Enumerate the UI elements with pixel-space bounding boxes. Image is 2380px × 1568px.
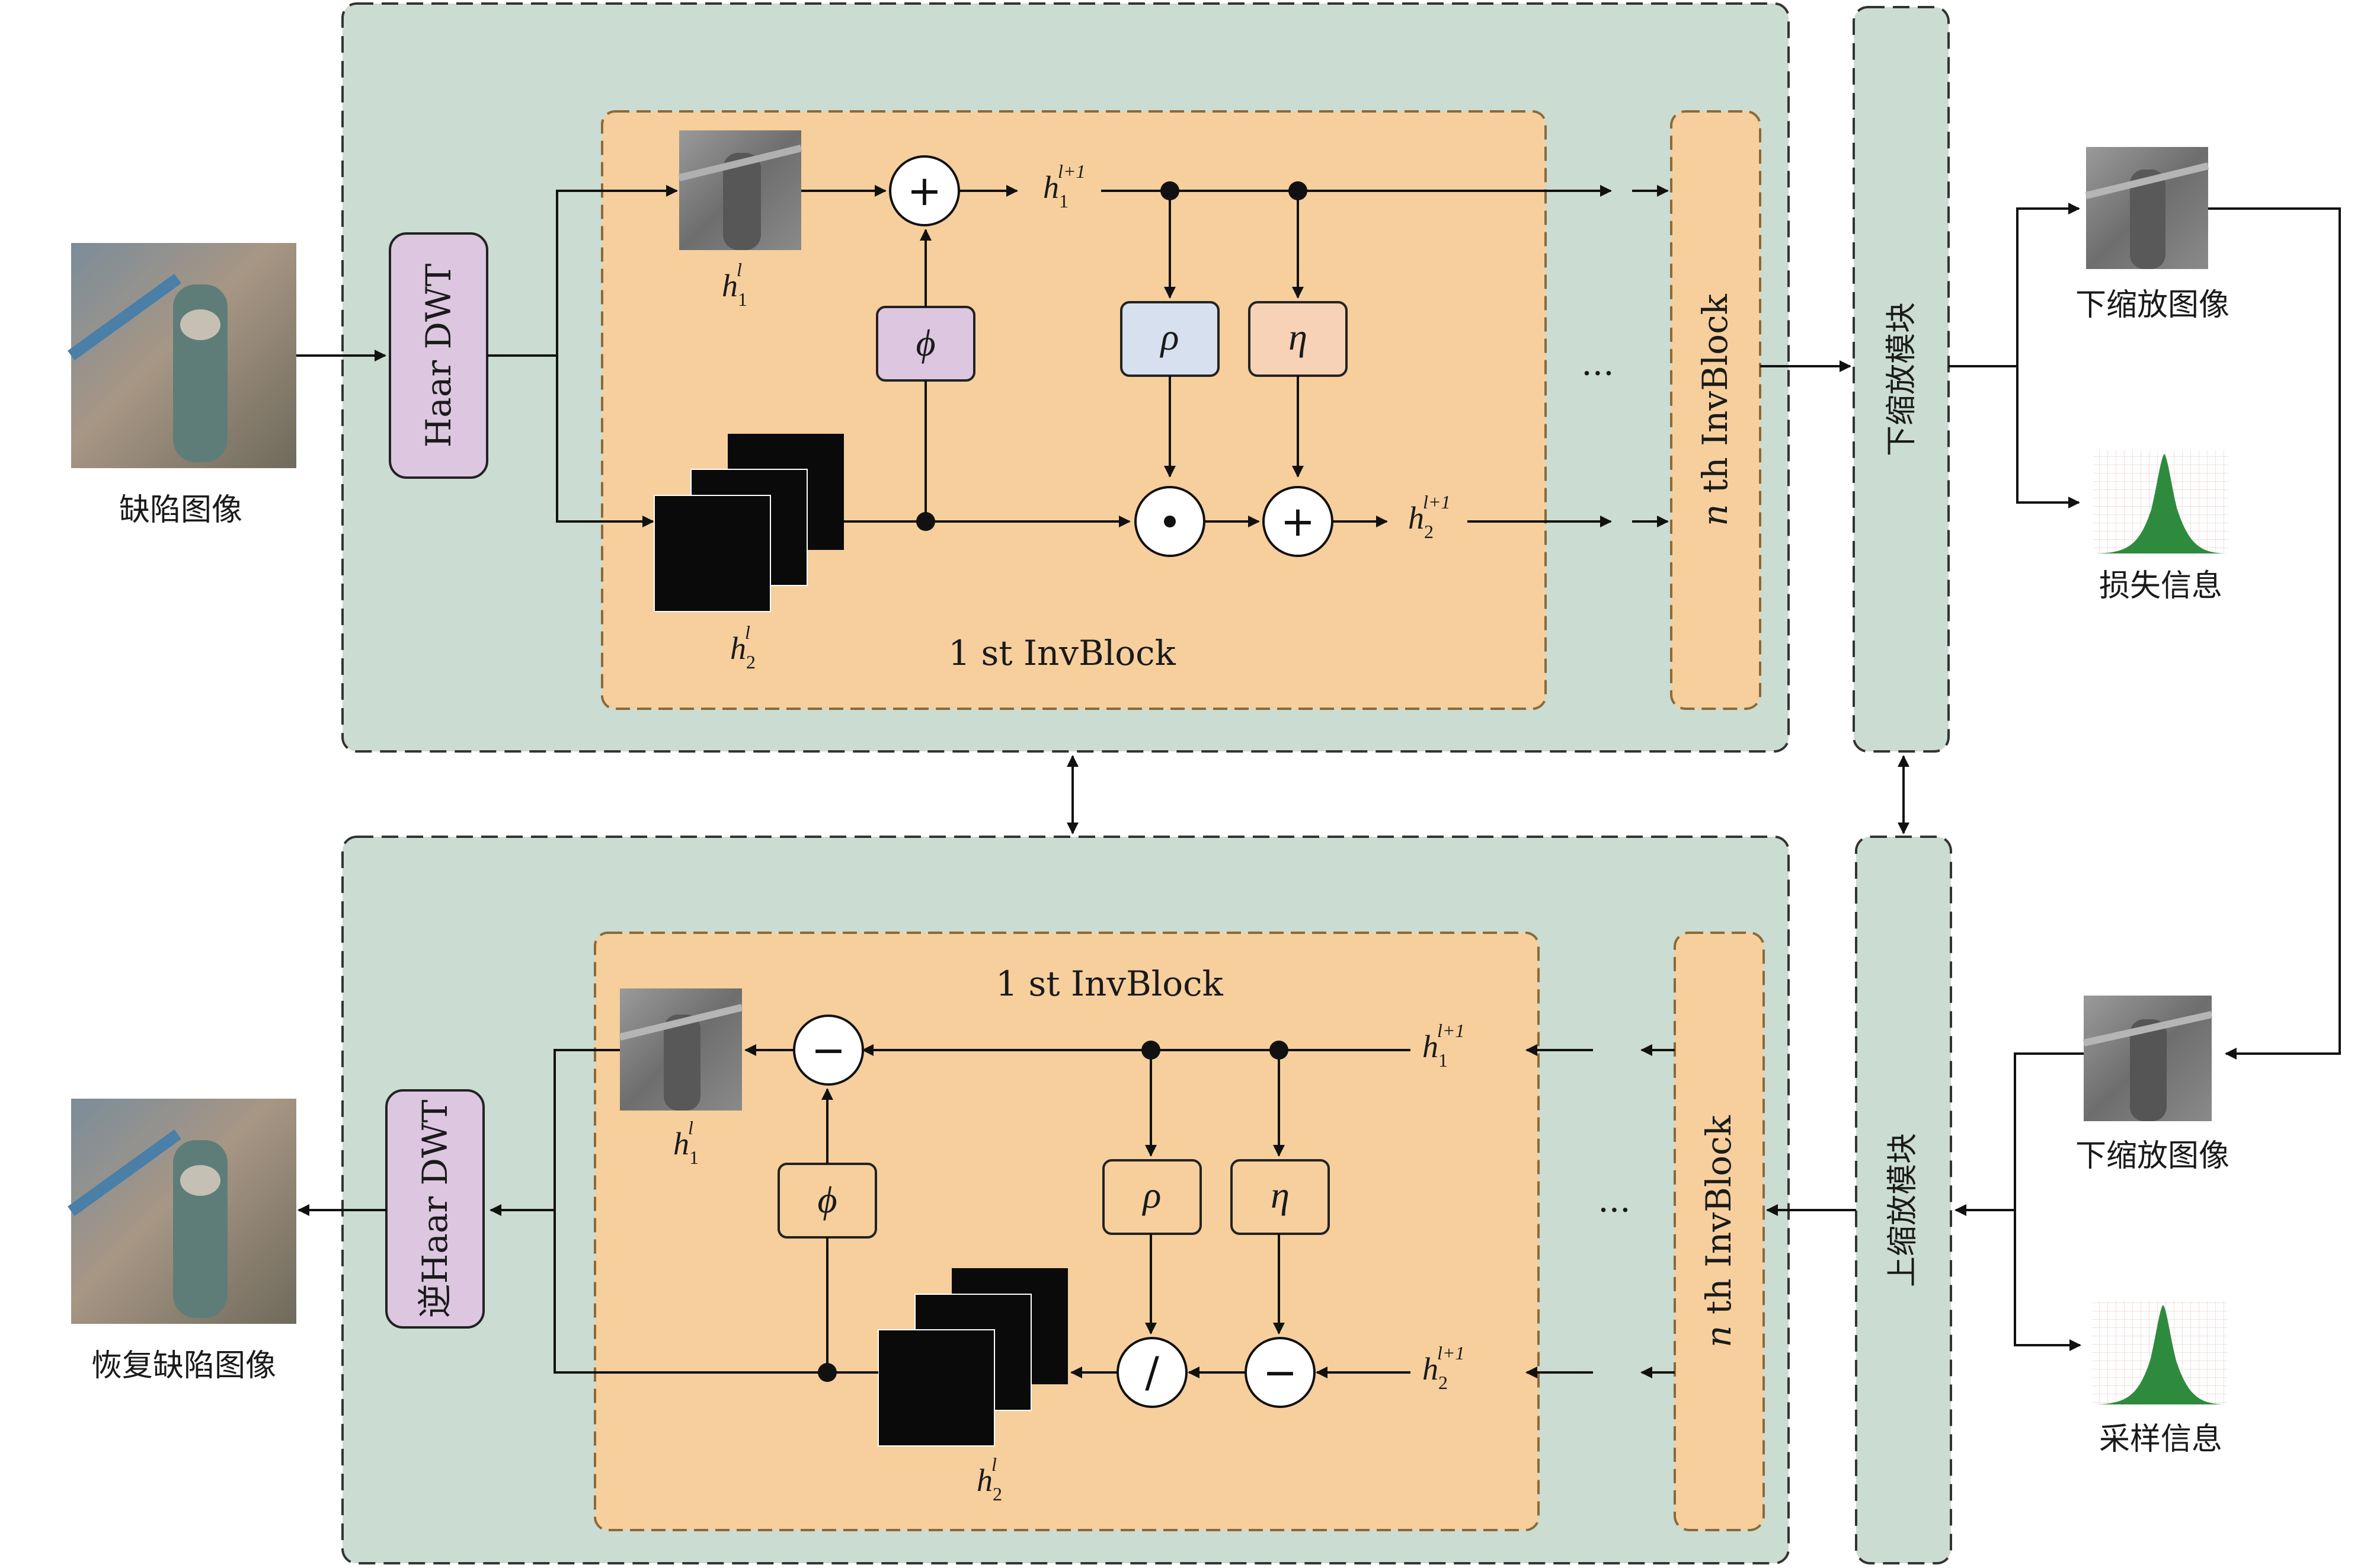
first-invblock-label-bottom: 1 st InvBlock — [996, 964, 1223, 1004]
upscale-module-panel — [1855, 836, 1952, 1564]
lost-info-distribution — [2093, 450, 2228, 553]
plus-symbol: + — [1281, 497, 1316, 546]
h1-l-label-bottom: h1l — [673, 1117, 699, 1168]
h2-l-label-bottom: h2l — [977, 1454, 1002, 1505]
lost-info-label: 损失信息 — [2099, 568, 2222, 604]
dot-symbol — [1164, 516, 1176, 527]
downscaled-image-bottom — [2082, 996, 2213, 1121]
minus-symbol: − — [811, 1026, 846, 1074]
h2-feature-stack-bottom — [878, 1268, 1068, 1447]
nth-invblock-label-top: n th InvBlock — [1695, 293, 1735, 526]
upscale-module-label: 上缩放模块 — [1885, 1133, 1921, 1287]
eta-symbol: η — [1271, 1174, 1290, 1216]
first-invblock-label-top: 1 st InvBlock — [948, 633, 1176, 673]
h2-l1-label-bottom: h2l+1 — [1422, 1342, 1464, 1393]
h1-image-top — [678, 130, 802, 250]
input-defect-image — [68, 243, 296, 468]
minus-symbol: − — [1263, 1348, 1298, 1397]
inverse-haar-dwt-label: 逆Haar DWT — [415, 1099, 455, 1318]
rho-symbol: ρ — [1142, 1174, 1162, 1216]
downscale-module-panel — [1853, 6, 1950, 753]
downscaled-image-top-label: 下缩放图像 — [2075, 287, 2229, 323]
h2-l-label-top: h2l — [730, 622, 756, 673]
output-image-label: 恢复缺陷图像 — [91, 1348, 276, 1384]
haar-dwt-label: Haar DWT — [418, 263, 459, 447]
phi-symbol: ϕ — [817, 1179, 837, 1221]
h1-image-bottom — [619, 988, 743, 1111]
h1-l1-label-bottom: h1l+1 — [1422, 1020, 1464, 1071]
divide-symbol: / — [1145, 1348, 1159, 1397]
first-invblock-top — [601, 110, 1547, 710]
downscaled-image-top — [2085, 147, 2209, 269]
ellipsis-top: ··· — [1581, 353, 1614, 393]
h2-feature-stack-top — [654, 434, 844, 612]
downscale-module-label: 下缩放模块 — [1884, 302, 1920, 456]
sampled-info-label: 采样信息 — [2099, 1422, 2222, 1457]
h1-l1-label-top: h1l+1 — [1043, 161, 1085, 212]
ellipsis-bottom: ··· — [1598, 1190, 1630, 1230]
nth-invblock-top — [1670, 110, 1761, 710]
sampled-info-distribution — [2092, 1301, 2227, 1404]
h2-l1-label-top: h2l+1 — [1408, 491, 1450, 542]
plus-symbol: + — [907, 167, 942, 215]
nth-invblock-label-bottom: n th InvBlock — [1698, 1115, 1739, 1348]
rho-symbol: ρ — [1160, 316, 1179, 358]
restored-defect-image — [68, 1099, 296, 1324]
h1-l-label-top: h1l — [722, 259, 747, 310]
nth-invblock-bottom — [1674, 932, 1765, 1531]
eta-symbol: η — [1288, 316, 1307, 358]
downscaled-image-bottom-label: 下缩放图像 — [2075, 1138, 2229, 1174]
phi-symbol: ϕ — [916, 322, 935, 364]
junction-dot — [916, 512, 935, 531]
input-image-label: 缺陷图像 — [119, 492, 242, 528]
